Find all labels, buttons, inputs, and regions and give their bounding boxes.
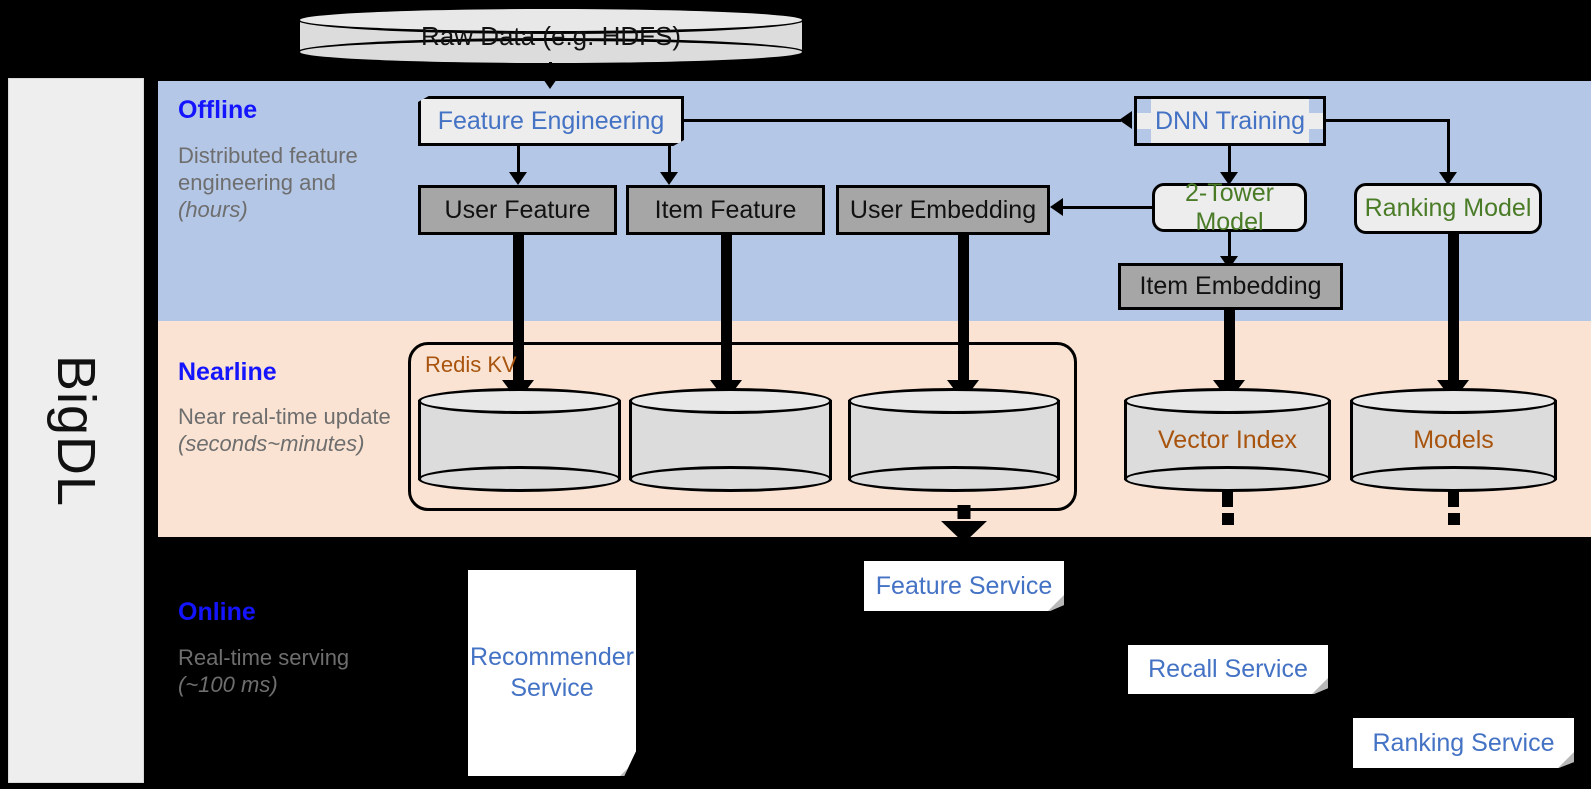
connector-vectorindex-stem [1222,489,1233,507]
vector-index-top [1124,388,1331,414]
recall-service-label: Recall Service [1148,655,1308,683]
two-tower-model-label: 2-Tower Model [1185,178,1274,236]
redis-store-2-label [629,388,832,492]
band-subtitle-nearline-italic: (seconds~minutes) [178,430,365,456]
band-subtitle-nearline: Near real-time update (seconds~minutes) [178,404,403,458]
blockarrow-stem [957,505,971,519]
item-embedding-label: Item Embedding [1139,272,1322,300]
band-subtitle-online-italic: (~100 ms) [178,671,278,697]
arrow-dnn-twotower-head [1220,172,1238,185]
feature-service-label: Feature Service [875,571,1053,600]
arrow-dnn-ranking-h [1326,119,1450,122]
item-embedding-box[interactable]: Item Embedding [1118,263,1343,310]
redis-store-1-top [418,388,621,414]
arrow-twotower-userembedding-head [1050,198,1063,216]
models-label: Models [1413,425,1494,454]
models-top [1350,388,1557,414]
band-subtitle-nearline-text: Near real-time update [178,404,391,429]
raw-data-top [297,6,805,34]
ranking-service-label: Ranking Service [1372,728,1555,757]
redis-store-2-top [629,388,832,414]
raw-data-cylinder: Raw Data (e.g. HDFS) [297,6,805,66]
band-subtitle-online-text: Real-time serving [178,645,350,670]
vector-index-cylinder[interactable]: Vector Index [1124,388,1331,492]
band-title-offline: Offline [178,96,258,124]
band-subtitle-offline-italic: (hours) [178,196,248,222]
arrow-rawdata-fe-line [549,62,552,80]
feature-service-note[interactable]: Feature Service [864,561,1064,611]
item-feature-box[interactable]: Item Feature [626,185,825,235]
feature-engineering-label: Feature Engineering [437,106,665,135]
ranking-model-box[interactable]: Ranking Model [1354,183,1542,234]
dnn-training-corner-bl [1134,129,1151,146]
recall-service-note[interactable]: Recall Service [1128,645,1328,694]
band-title-nearline: Nearline [178,358,277,386]
arrow-fe-userfeature-head [509,172,527,185]
two-tower-model-box[interactable]: 2-Tower Model [1152,179,1307,236]
models-cylinder[interactable]: Models [1350,388,1557,492]
band-subtitle-offline-text: Distributed feature engineering and [178,143,358,195]
redis-store-cylinder-1[interactable] [418,388,621,492]
dnn-training-box[interactable]: DNN Training [1134,96,1326,146]
thick-arrow-userfeature-stem [513,235,524,385]
arrow-fe-itemfeature-head [660,172,678,185]
arrow-twotower-userembedding-line [1063,206,1152,209]
arrow-dnn-twotower-line [1228,146,1231,174]
arrow-fe-dnn-line [684,119,1121,122]
vector-index-label: Vector Index [1158,425,1297,454]
band-subtitle-online: Real-time serving (~100 ms) [178,645,378,699]
raw-data-label: Raw Data (e.g. HDFS) [420,20,682,51]
user-embedding-label: User Embedding [849,195,1037,224]
blockarrow-head [941,521,987,543]
arrow-fe-itemfeature-line [668,146,671,174]
item-feature-label: Item Feature [654,195,797,224]
recommender-service-label: Recommender Service [470,642,634,702]
arrow-fe-dnn-head [1119,111,1132,129]
recommender-service-note[interactable]: Recommender Service [468,570,636,776]
arrow-fe-userfeature-line [517,146,520,174]
arrow-dnn-ranking-v [1447,119,1450,174]
redis-store-1-label [418,388,621,492]
thick-arrow-itemembedding-stem [1224,310,1235,385]
ranking-service-note[interactable]: Ranking Service [1353,718,1574,768]
user-feature-label: User Feature [444,195,591,224]
connector-models-stem [1448,489,1459,507]
redis-store-1-bottom [418,466,621,492]
thick-arrow-rankingmodel-stem [1448,234,1459,385]
redis-kv-group [408,342,1077,511]
user-embedding-box[interactable]: User Embedding [836,185,1050,235]
user-feature-box[interactable]: User Feature [418,185,617,235]
bigdl-rail-label: BigDL [9,79,143,782]
redis-store-cylinder-3[interactable] [848,388,1060,492]
blockarrow-redis-featureservice [940,505,988,551]
connector-vectorindex-dot [1222,513,1234,525]
connector-models-dot [1448,513,1460,525]
band-title-online: Online [178,598,256,626]
thick-arrow-userembedding-stem [958,235,969,385]
arrow-rawdata-fe-head [541,76,559,89]
redis-store-2-bottom [629,466,832,492]
band-subtitle-offline: Distributed feature engineering and (hou… [178,143,378,223]
arrow-twotower-itememb-line [1228,232,1231,260]
redis-store-3-bottom [848,466,1060,492]
bigdl-label-text: BigDL [46,354,107,507]
feature-engineering-box[interactable]: Feature Engineering [418,96,684,146]
redis-store-3-top [848,388,1060,414]
bigdl-rail: BigDL [8,78,144,783]
thick-arrow-itemfeature-stem [721,235,732,385]
redis-store-3-label [848,388,1060,492]
dnn-training-corner-br [1309,129,1326,146]
dnn-training-label: DNN Training [1154,106,1306,135]
redis-kv-label: Redis KV [425,352,517,377]
redis-store-cylinder-2[interactable] [629,388,832,492]
arrow-dnn-ranking-head [1439,172,1457,185]
ranking-model-label: Ranking Model [1364,194,1532,222]
